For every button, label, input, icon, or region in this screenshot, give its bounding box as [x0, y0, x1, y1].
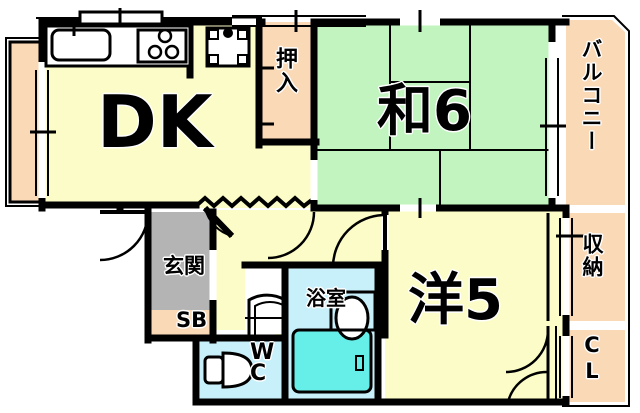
washroom-fold-1: [247, 293, 286, 336]
yoshitsu-fill: [385, 210, 566, 402]
doors: [99, 205, 557, 403]
window-lines: [30, 10, 584, 398]
washroom-fold-2: [254, 301, 286, 336]
sb-fill: [150, 310, 213, 338]
bath-fixtures: [291, 290, 377, 394]
toilet-fixture: [203, 351, 254, 389]
entrance-door-arc: [99, 211, 150, 262]
toilet-tank: [203, 355, 225, 385]
cl-fill: [566, 330, 625, 402]
oshiire-fill: [262, 22, 314, 142]
yoshitsu-door-arc: [331, 213, 386, 268]
toilet-bowl: [221, 351, 254, 389]
tatami-joints: [316, 22, 552, 208]
burner-3: [157, 28, 173, 44]
shuno-fill: [566, 213, 625, 321]
hall-upper-fill: [262, 142, 314, 208]
genkan-fill: [150, 212, 213, 310]
washitsu-door-arc: [267, 211, 316, 260]
step-zigzag: [194, 195, 315, 209]
washitsu-fill: [316, 22, 552, 208]
wash-basin: [334, 295, 370, 341]
burner-1: [147, 44, 163, 60]
washer-drum: [223, 28, 233, 38]
balcony-fill: [566, 20, 625, 205]
kitchen-sink: [50, 28, 112, 62]
burner-2: [164, 44, 180, 60]
genkan-inner-door: [202, 205, 235, 239]
washroom-fill: [245, 268, 287, 334]
kitchen-fixtures: [44, 8, 251, 68]
cl-door-2: [506, 370, 549, 403]
